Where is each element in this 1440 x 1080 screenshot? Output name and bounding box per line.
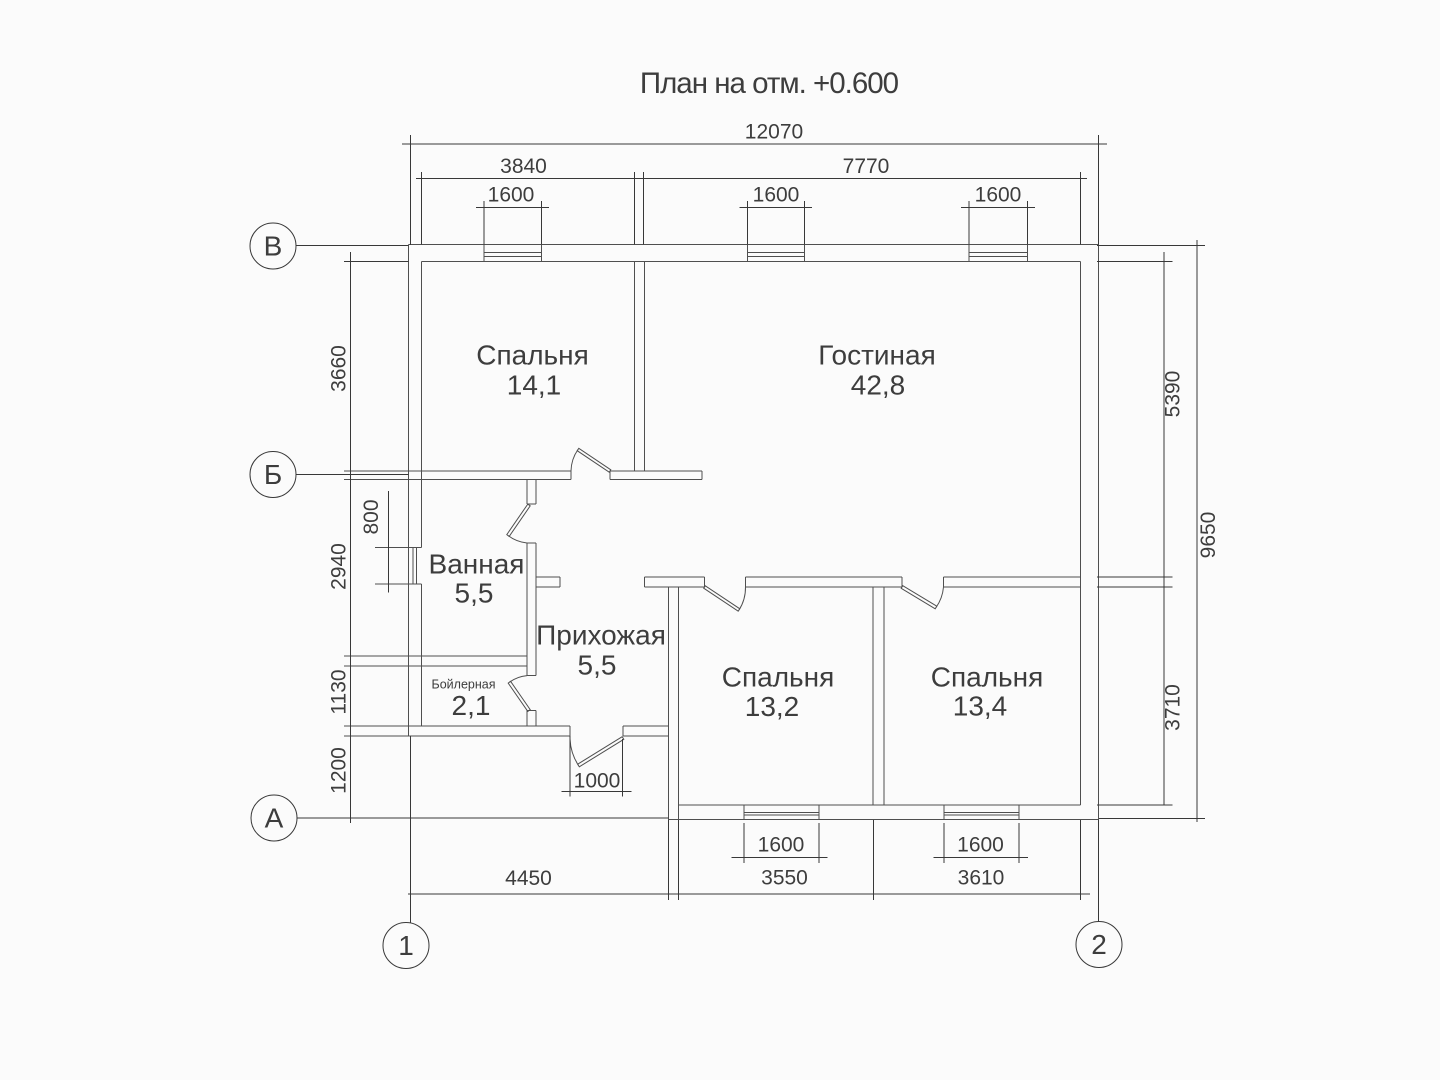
svg-text:Спальня: Спальня (722, 662, 835, 693)
svg-text:Бойлерная: Бойлерная (432, 678, 496, 692)
svg-text:Ванная: Ванная (429, 549, 525, 580)
svg-text:13,4: 13,4 (953, 691, 1008, 722)
svg-text:2,1: 2,1 (452, 690, 491, 721)
svg-text:1600: 1600 (975, 184, 1022, 207)
svg-text:3710: 3710 (1162, 684, 1185, 731)
svg-text:2940: 2940 (328, 543, 351, 590)
svg-text:1600: 1600 (488, 184, 535, 207)
svg-text:Б: Б (264, 459, 282, 490)
svg-text:1600: 1600 (758, 834, 805, 857)
svg-text:800: 800 (360, 499, 383, 534)
svg-text:2: 2 (1091, 929, 1107, 960)
svg-text:В: В (264, 231, 283, 262)
svg-text:3610: 3610 (958, 867, 1005, 890)
svg-text:9650: 9650 (1197, 512, 1220, 559)
svg-text:12070: 12070 (745, 121, 803, 144)
svg-text:5390: 5390 (1162, 371, 1185, 418)
svg-text:42,8: 42,8 (851, 370, 906, 401)
svg-text:А: А (265, 803, 284, 834)
svg-text:5,5: 5,5 (455, 578, 494, 609)
svg-text:1130: 1130 (328, 669, 351, 714)
svg-text:Гостиная: Гостиная (818, 340, 936, 371)
svg-text:4450: 4450 (505, 867, 552, 890)
svg-text:1: 1 (398, 930, 414, 961)
svg-text:1600: 1600 (957, 834, 1004, 857)
svg-text:Спальня: Спальня (931, 662, 1044, 693)
svg-text:14,1: 14,1 (507, 370, 562, 401)
svg-text:3660: 3660 (328, 345, 351, 392)
svg-text:13,2: 13,2 (745, 691, 800, 722)
svg-text:Прихожая: Прихожая (536, 620, 666, 651)
svg-text:1000: 1000 (574, 770, 621, 793)
svg-text:3840: 3840 (500, 155, 547, 178)
svg-text:5,5: 5,5 (578, 650, 617, 681)
svg-text:1200: 1200 (328, 747, 351, 794)
svg-text:План на отм. +0.600: План на отм. +0.600 (640, 67, 899, 100)
svg-text:Спальня: Спальня (476, 340, 589, 371)
svg-text:3550: 3550 (761, 867, 808, 890)
svg-text:7770: 7770 (843, 155, 890, 178)
svg-text:1600: 1600 (753, 184, 800, 207)
